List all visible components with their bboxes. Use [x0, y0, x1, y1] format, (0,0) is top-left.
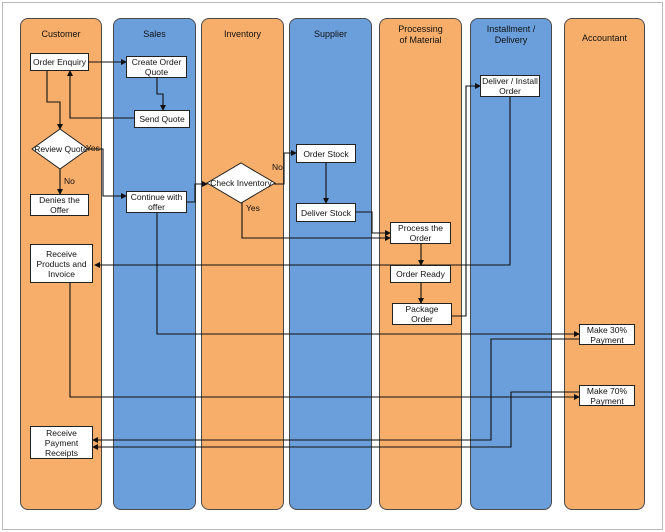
order-stock-box: Order Stock — [296, 144, 356, 163]
check-inventory-label: Check Inventory — [210, 178, 272, 188]
order-enquiry-box: Order Enquiry — [30, 53, 89, 71]
deliver-stock-box: Deliver Stock — [296, 203, 356, 222]
lane-title-processing: Processing of Material — [398, 24, 443, 45]
inventory-no-label: No — [272, 162, 283, 172]
make-70-payment-box: Make 70% Payment — [579, 385, 635, 406]
lane-title-installment: Installment / Delivery — [486, 24, 536, 45]
denies-offer-box: Denies the Offer — [30, 194, 89, 216]
send-quote-box: Send Quote — [134, 110, 190, 128]
create-order-quote-box: Create Order Quote — [126, 56, 187, 78]
review-no-label: No — [64, 176, 75, 186]
inventory-yes-label: Yes — [246, 203, 260, 213]
deliver-install-box: Deliver / Install Order — [480, 75, 540, 97]
lane-title-customer: Customer — [41, 29, 81, 39]
process-order-box: Process the Order — [390, 222, 451, 244]
check-inventory-diamond — [206, 162, 276, 204]
lane-title-accountant: Accountant — [581, 33, 628, 43]
review-quote-diamond — [31, 128, 89, 170]
receive-receipts-box: Receive Payment Receipts — [30, 426, 93, 459]
lane-title-inventory: Inventory — [223, 29, 262, 39]
order-ready-box: Order Ready — [390, 265, 451, 283]
review-quote-label: Review Quote — [34, 144, 88, 154]
lane-title-sales: Sales — [143, 29, 166, 39]
lane-title-supplier: Supplier — [313, 29, 348, 39]
package-order-box: Package Order — [392, 303, 452, 325]
review-yes-label: Yes — [86, 143, 100, 153]
receive-products-box: Receive Products and Invoice — [30, 244, 93, 283]
continue-offer-box: Continue with offer — [126, 191, 187, 213]
make-30-payment-box: Make 30% Payment — [579, 324, 635, 345]
